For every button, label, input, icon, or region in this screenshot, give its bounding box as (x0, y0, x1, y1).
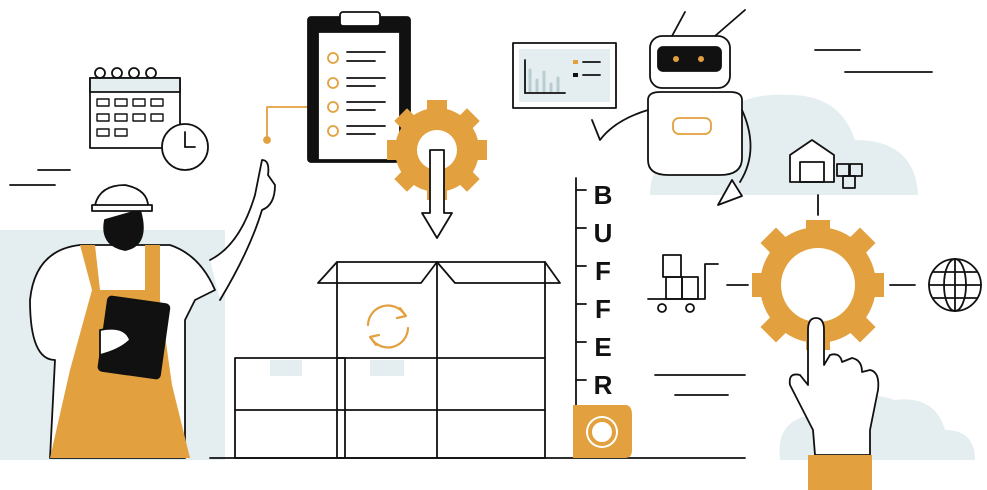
boxes (234, 261, 561, 459)
hand-pointer (788, 317, 880, 490)
gear-icon-large (726, 194, 916, 350)
buffer-letter-e: E (594, 332, 612, 362)
buffer-letter-f2: F (595, 294, 611, 324)
buffer-letter-b: B (593, 180, 613, 210)
buffer-ruler (575, 177, 587, 416)
buffer-letter-r: R (593, 370, 613, 400)
clock-icon (161, 123, 209, 171)
dashboard-screen (512, 42, 617, 109)
tape-measure (573, 405, 632, 458)
buffer-letter-f1: F (595, 256, 611, 286)
calendar-icon (89, 67, 181, 149)
globe-icon (928, 258, 982, 312)
robot (591, 9, 752, 206)
buffer-letter-u: U (593, 218, 613, 248)
refresh-icon (366, 304, 410, 349)
warehouse-icon (789, 139, 863, 189)
worker (29, 159, 276, 459)
arrow-down-icon (421, 149, 453, 239)
clipboard-icon (307, 11, 411, 163)
trolley-icon (647, 254, 719, 313)
